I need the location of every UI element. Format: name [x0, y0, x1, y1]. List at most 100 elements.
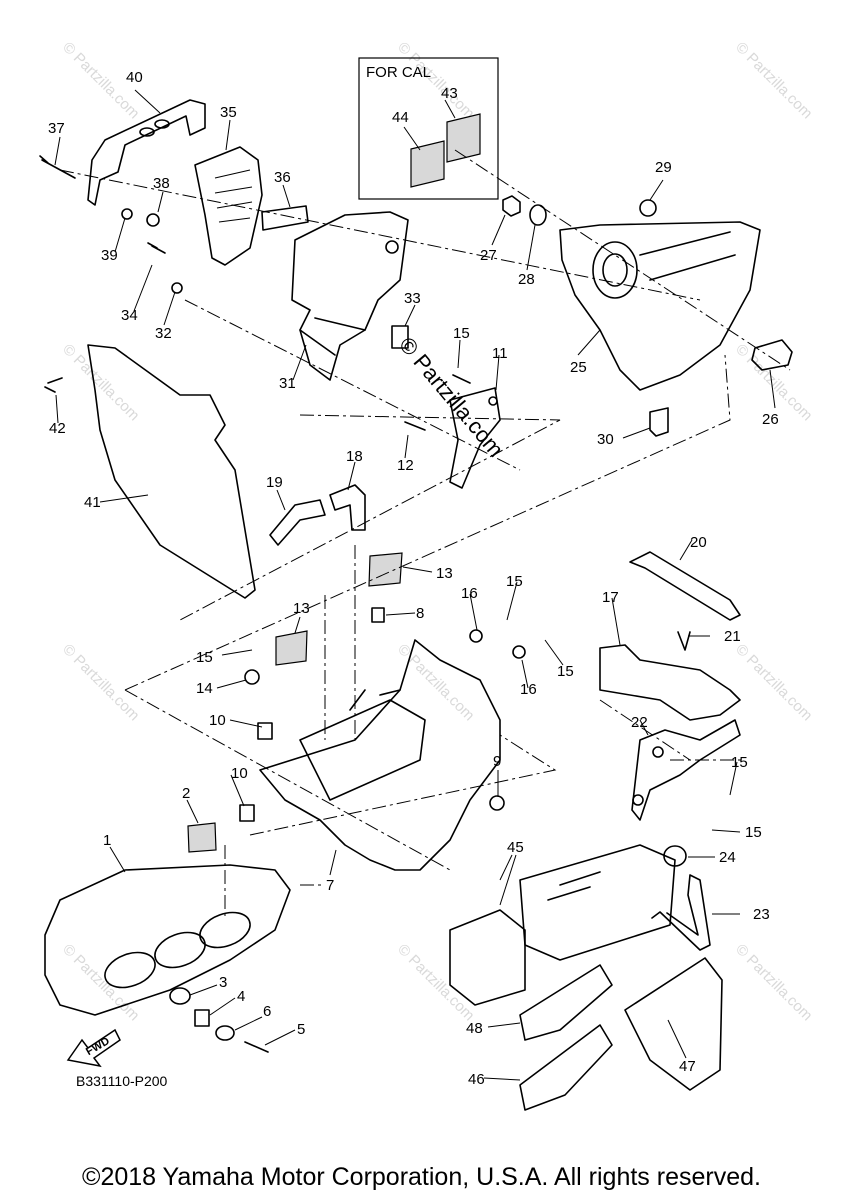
bolt-5 [244, 1041, 269, 1053]
box-label: FOR CAL [366, 64, 431, 81]
cover-35 [194, 146, 263, 266]
clip-30 [649, 407, 669, 437]
watermark: © Partzilla.com [394, 941, 477, 1024]
callout-28: 28 [518, 271, 535, 288]
watermark: © Partzilla.com [394, 641, 477, 724]
callout-labels: 1 2 3 4 5 6 7 8 9 10 10 11 12 13 13 14 1… [48, 69, 779, 1088]
watermarks: © Partzilla.com © Partzilla.com © Partzi… [59, 39, 815, 1024]
callout-22: 22 [631, 714, 648, 731]
collar-4 [194, 1009, 210, 1027]
strap-23 [651, 874, 711, 951]
battery-box-7 [259, 639, 501, 871]
callout-24: 24 [719, 849, 736, 866]
callout-15a: 15 [453, 325, 470, 342]
callout-10a: 10 [209, 712, 226, 729]
grommet-28 [529, 204, 547, 226]
callout-42: 42 [49, 420, 66, 437]
clip-33 [391, 325, 409, 349]
clip-8 [371, 607, 385, 623]
pad-13b [275, 630, 308, 666]
callout-31: 31 [279, 375, 296, 392]
callout-47: 47 [679, 1058, 696, 1075]
callout-3: 3 [219, 974, 227, 991]
callout-32: 32 [155, 325, 172, 342]
callout-7: 7 [326, 877, 334, 894]
watermark: © Partzilla.com [732, 941, 815, 1024]
callout-16b: 16 [520, 681, 537, 698]
callout-6: 6 [263, 1003, 271, 1020]
callout-26: 26 [762, 411, 779, 428]
cover-1 [44, 864, 291, 1016]
bolt-37 [39, 155, 76, 179]
grommet-9 [489, 795, 505, 811]
callout-11: 11 [492, 345, 508, 362]
callout-21: 21 [724, 628, 741, 645]
callout-5: 5 [297, 1021, 305, 1038]
for-cal-box: FOR CAL [358, 57, 499, 200]
callout-13a: 13 [436, 565, 453, 582]
diagram-part-number: B331110-P200 [76, 1073, 168, 1089]
callout-2: 2 [182, 785, 190, 802]
callout-18: 18 [346, 448, 363, 465]
collar-39 [121, 208, 133, 220]
callout-25: 25 [570, 359, 587, 376]
washer-16b [512, 645, 526, 659]
grommet-3 [169, 987, 191, 1005]
callout-20: 20 [690, 534, 707, 551]
pad-13a [368, 552, 403, 587]
callout-48: 48 [466, 1020, 483, 1037]
callout-41: 41 [84, 494, 101, 511]
nut-27 [502, 195, 521, 217]
callout-27: 27 [480, 247, 497, 264]
callout-15b: 15 [506, 573, 523, 590]
bolt-12 [404, 421, 426, 431]
fastener-21 [677, 631, 691, 651]
callout-29: 29 [655, 159, 672, 176]
callout-13b: 13 [293, 600, 310, 617]
watermark: © Partzilla.com [732, 39, 815, 122]
parts-diagram: © Partzilla.com © Partzilla.com © Partzi… [39, 39, 816, 1111]
washer-32 [171, 282, 183, 294]
callout-35: 35 [220, 104, 237, 121]
callout-16a: 16 [461, 585, 478, 602]
clip-42 [44, 377, 63, 393]
side-cover-25 [559, 221, 761, 391]
callout-9: 9 [493, 753, 501, 770]
grommet-29 [639, 199, 657, 217]
grommet-24 [663, 845, 687, 867]
callout-14: 14 [196, 680, 213, 697]
copyright-footer: ©2018 Yamaha Motor Corporation, U.S.A. A… [82, 1163, 761, 1191]
callout-10b: 10 [231, 765, 248, 782]
clamp-18 [329, 484, 366, 531]
pad-36 [261, 205, 309, 231]
callout-33: 33 [404, 290, 421, 307]
callout-39: 39 [101, 247, 118, 264]
sheet-48 [519, 964, 613, 1041]
callout-12: 12 [397, 457, 414, 474]
collar-14 [244, 669, 260, 685]
bracket-22 [631, 719, 741, 821]
callout-4: 4 [237, 988, 245, 1005]
bolt-15 [452, 374, 471, 384]
callout-44: 44 [392, 109, 409, 126]
washer-16a [469, 629, 483, 643]
assembly-lines [59, 149, 791, 920]
callout-40: 40 [126, 69, 143, 86]
tray-17 [599, 644, 741, 721]
callout-38: 38 [153, 175, 170, 192]
case-45 [449, 909, 526, 1006]
sheet-47 [624, 957, 723, 1091]
callout-17: 17 [602, 589, 619, 606]
callout-15d: 15 [196, 649, 213, 666]
lock-26 [751, 339, 793, 371]
callout-15c: 15 [557, 663, 574, 680]
callout-15e: 15 [731, 754, 748, 771]
clip-10a [257, 722, 273, 740]
sheet-46 [519, 1024, 613, 1111]
callout-1: 1 [103, 832, 111, 849]
watermark: © Partzilla.com [732, 641, 815, 724]
callout-43: 43 [441, 85, 458, 102]
strap-20 [629, 551, 741, 621]
callout-19: 19 [266, 474, 283, 491]
callout-37: 37 [48, 120, 65, 137]
